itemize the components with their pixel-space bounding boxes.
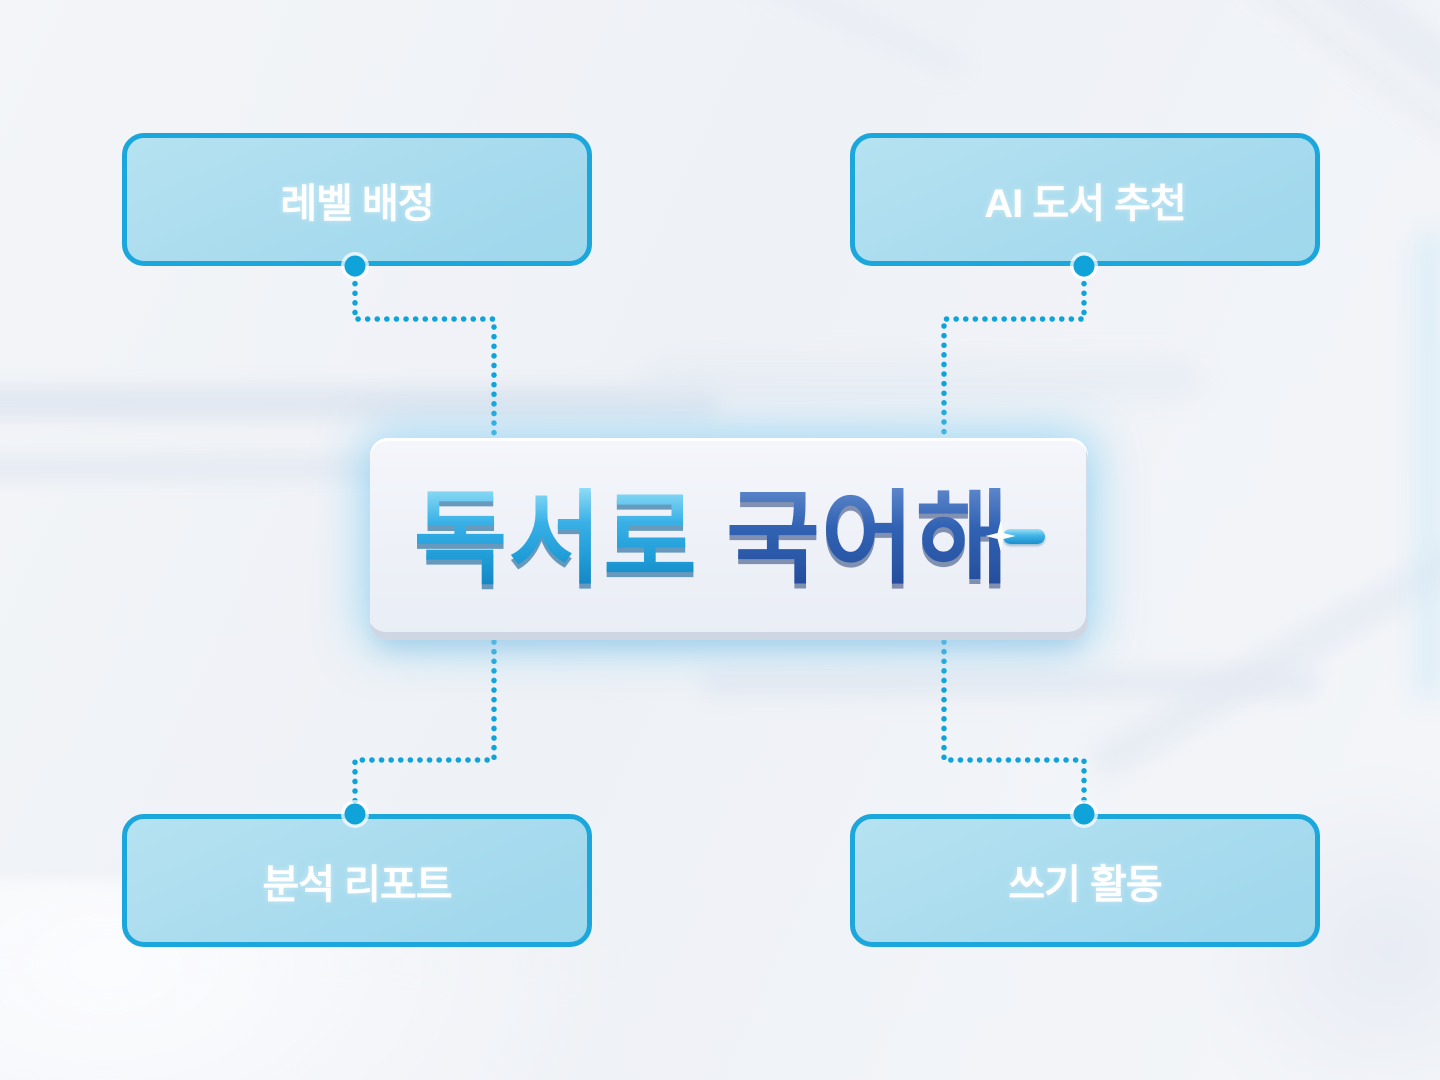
feature-card-label: 레벨 배정 [280,181,434,226]
background-streak [700,668,1320,698]
feature-card-ai-book-recommendation: AI 도서 추천 [850,133,1320,266]
logo-text-part2-wrap: 국어해 [726,488,1045,590]
logo-banner: 독서로 국어해 [370,438,1088,640]
background-streak [0,386,720,420]
logo-text-part1: 독서로 [413,482,698,596]
background-streak [1086,492,1440,782]
background-glow [1414,230,1440,700]
connector-top-left [352,271,497,440]
feature-card-analysis-report: 분석 리포트 [122,814,592,947]
logo-text-part2: 국어해 [726,482,1011,596]
connector-bottom-left [352,639,497,809]
feature-card-writing-activity: 쓰기 활동 [850,814,1320,947]
feature-card-level-assignment: 레벨 배정 [122,133,592,266]
background-streak [572,0,968,81]
feature-card-label: AI 도서 추천 [984,181,1186,226]
connector-bottom-right [941,639,1087,809]
logo-dash-decoration [985,521,1045,551]
feature-card-label: 분석 리포트 [262,862,452,907]
background-streak [640,360,1200,400]
feature-card-label: 쓰기 활동 [1008,862,1162,907]
connector-top-right [941,271,1087,440]
